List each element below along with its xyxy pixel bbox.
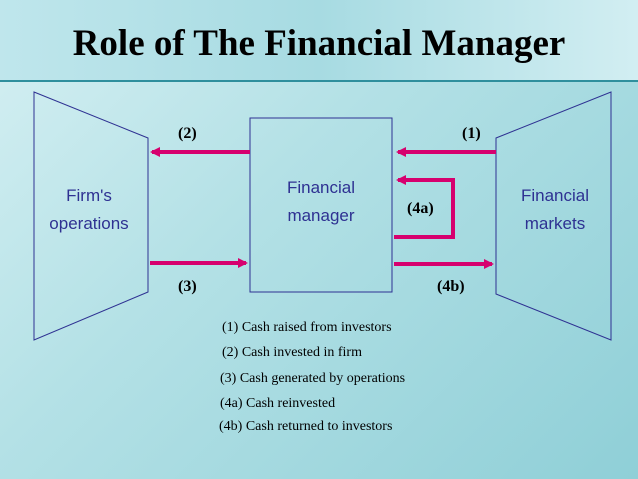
legend-item: (1) Cash raised from investors bbox=[222, 320, 392, 335]
flow-tag-2: (2) bbox=[178, 125, 197, 142]
flow-tag-1: (1) bbox=[462, 125, 481, 142]
arrow-4a bbox=[394, 175, 455, 239]
financial-manager-box bbox=[249, 117, 393, 293]
financial-manager-line-2: manager bbox=[287, 206, 355, 225]
firms-operations-label: Firm's operations bbox=[36, 182, 142, 238]
financial-manager-line-1: Financial bbox=[286, 178, 356, 197]
financial-manager-label: Financial manager bbox=[250, 174, 392, 230]
flow-tag-4b: (4b) bbox=[437, 278, 465, 295]
financial-markets-line-1: Financial bbox=[520, 186, 590, 205]
flow-tag-3: (3) bbox=[178, 278, 197, 295]
firms-operations-line-2: operations bbox=[49, 214, 129, 233]
financial-markets-line-2: markets bbox=[524, 214, 586, 233]
legend-item: (2) Cash invested in firm bbox=[222, 345, 362, 360]
firms-operations-line-1: Firm's bbox=[66, 186, 112, 205]
title-band bbox=[0, 0, 638, 82]
financial-markets-label: Financial markets bbox=[500, 182, 610, 238]
flow-tag-4a: (4a) bbox=[407, 200, 434, 217]
financial-markets-shape bbox=[495, 91, 612, 341]
firms-operations-shape bbox=[33, 91, 149, 341]
legend-item: (4a) Cash reinvested bbox=[220, 396, 336, 411]
legend-item: (4b) Cash returned to investors bbox=[219, 419, 393, 434]
legend-item: (3) Cash generated by operations bbox=[220, 371, 406, 386]
slide-title: Role of The Financial Manager bbox=[72, 23, 566, 64]
